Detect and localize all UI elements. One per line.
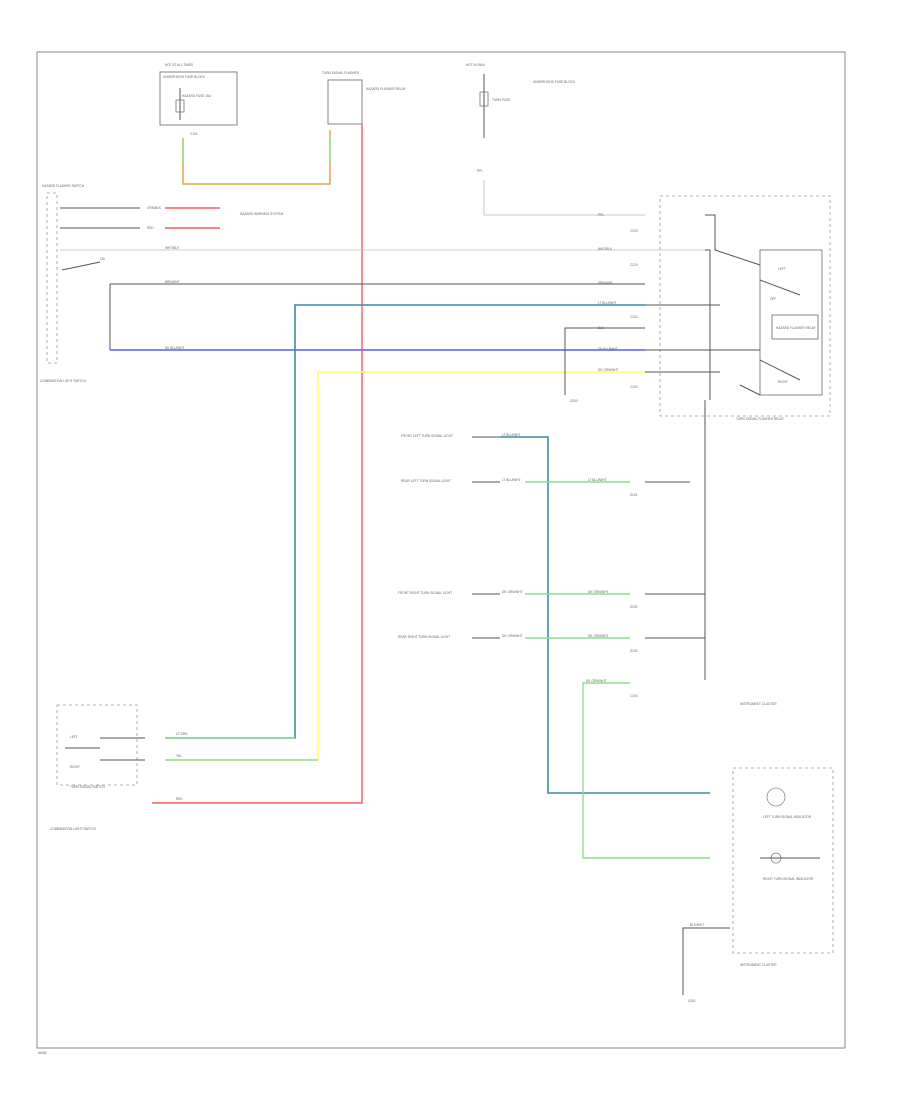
left-indicator-lamp-icon bbox=[766, 787, 786, 807]
turn-fuse-icon bbox=[479, 91, 489, 107]
wire-label-dk-grn-wht-4: DK GRN/WHT bbox=[502, 634, 523, 638]
connector-c200-3: C200 bbox=[630, 694, 638, 698]
wire-label-wht-blk: WHT/BLK bbox=[165, 246, 180, 250]
right-rear-turn-label: REAR RIGHT TURN SIGNAL LIGHT bbox=[398, 635, 450, 639]
connector-s201: S201 bbox=[630, 493, 638, 497]
wire-label-red: RED bbox=[176, 797, 183, 801]
lamp-left-rear: REAR LEFT TURN SIGNAL LIGHT LT BLU/WHT L… bbox=[401, 478, 690, 497]
hazard-switch: HAZARD FLASHER SWITCH ORN/BLK RED HAZARD… bbox=[40, 184, 710, 383]
turn-signal-flasher: TURN SIGNAL FLASHER HAZARD FLASHER RELAY bbox=[322, 71, 407, 125]
ground-left-label: G200 bbox=[570, 399, 578, 403]
wire-green-cluster bbox=[582, 682, 710, 859]
instrument-cluster: LEFT TURN SIGNAL INDICATOR RIGHT TURN SI… bbox=[732, 767, 834, 967]
switch-on-label: ON bbox=[100, 257, 105, 261]
lamp-right-rear: REAR RIGHT TURN SIGNAL LIGHT DK GRN/WHT … bbox=[398, 634, 705, 653]
wire-label-ppl: PPL bbox=[477, 169, 483, 173]
wire-label-yel: YEL bbox=[176, 754, 182, 758]
turn-signal-flasher-relay: HAZARD FLASHER RELAY LEFT RIGHT OFF TURN… bbox=[645, 195, 831, 680]
cluster-connector-label: INSTRUMENT CLUSTER bbox=[740, 702, 777, 706]
turn-signal-switch: LEFT RIGHT TURN SIGNAL SWITCH COMBINATIO… bbox=[50, 704, 318, 831]
left-indicator-label: LEFT TURN SIGNAL INDICATOR bbox=[763, 815, 812, 819]
turn-signal-switch-label: TURN SIGNAL SWITCH bbox=[70, 785, 105, 789]
wire-label-lt-blu-wht: LT BLU/WHT bbox=[598, 301, 617, 305]
fuse-block: HOT AT ALL TIMES UNDERHOOD FUSE BLOCK HA… bbox=[159, 63, 238, 136]
wire-label-orn-blk: ORN/BLK bbox=[147, 206, 162, 210]
wire-label-dk-grn-wht-5: DK GRN/WHT bbox=[588, 634, 609, 638]
right-indicator-label: RIGHT TURN SIGNAL INDICATOR bbox=[763, 877, 814, 881]
wire-label-red-2: RED bbox=[147, 226, 154, 230]
turn-fuse: HOT IN RUN TURN FUSE UNDERHOOD FUSE BLOC… bbox=[466, 63, 576, 173]
wire-label-dk-blu-wht: DK BLU/WHT bbox=[165, 346, 185, 350]
wire-yellow bbox=[165, 371, 645, 761]
left-front-turn-label: FRONT LEFT TURN SIGNAL LIGHT bbox=[401, 434, 453, 438]
diagram-frame bbox=[36, 51, 846, 1049]
switch-right-label: RIGHT bbox=[778, 380, 788, 384]
connector-s202: S202 bbox=[630, 605, 638, 609]
left-rear-turn-label: REAR LEFT TURN SIGNAL LIGHT bbox=[401, 479, 451, 483]
wire-red bbox=[152, 124, 363, 804]
wire-label-dk-grn-wht: DK GRN/WHT bbox=[598, 368, 619, 372]
wire-label-lt-blu-wht-5: LT BLU/WHT bbox=[588, 478, 607, 482]
wire-label-blk-wht: BLK/WHT bbox=[690, 923, 704, 927]
relay-inner-label: HAZARD FLASHER RELAY bbox=[776, 326, 817, 330]
turn-fuse-label: TURN FUSE bbox=[492, 98, 510, 102]
fuse-block-label: UNDERHOOD FUSE BLOCK bbox=[163, 75, 206, 79]
connector-s202-2: S202 bbox=[630, 649, 638, 653]
wire-orange bbox=[182, 130, 331, 185]
connector-c200: C200 bbox=[630, 229, 638, 233]
diagram-code: 84082 bbox=[38, 1051, 47, 1055]
wire-label-brn-wht-2: BRN/WHT bbox=[598, 281, 613, 285]
connector-c101: C101 bbox=[190, 132, 198, 136]
connector-c200-2: C200 bbox=[630, 385, 638, 389]
flasher-side-label: HAZARD FLASHER RELAY bbox=[366, 87, 407, 91]
lamp-left-front: FRONT LEFT TURN SIGNAL LIGHT LT BLU/WHT bbox=[401, 433, 710, 794]
multifunction-switch-2-label: COMBINATION LIGHT SWITCH bbox=[50, 827, 97, 831]
flasher-relay-label: TURN SIGNAL FLASHER RELAY bbox=[736, 417, 785, 421]
wire-label-dk-blu-wht-2: DK BLU/WHT bbox=[598, 347, 618, 351]
hazard-switch-label: HAZARD FLASHER SWITCH bbox=[42, 184, 85, 188]
lamp-right-front: FRONT RIGHT TURN SIGNAL LIGHT DK GRN/WHT… bbox=[398, 590, 705, 609]
hazard-warning-system-label: HAZARD WARNING SYSTEM bbox=[240, 212, 284, 216]
cluster-label: INSTRUMENT CLUSTER bbox=[740, 963, 777, 967]
fuse-block-2-label: UNDERHOOD FUSE BLOCK bbox=[533, 80, 576, 84]
turn-switch-right-label: RIGHT bbox=[70, 765, 80, 769]
connector-c210: C210 bbox=[630, 263, 638, 267]
wire-label-dk-grn-wht-2: DK GRN/WHT bbox=[502, 590, 523, 594]
wire-label-dk-grn-wht-3: DK GRN/WHT bbox=[588, 590, 609, 594]
wire-label-dk-grn-wht-6: DK GRN/WHT bbox=[586, 679, 607, 683]
switch-off-label: OFF bbox=[770, 297, 776, 301]
fuse-icon bbox=[175, 99, 185, 113]
switch-left-label: LEFT bbox=[778, 267, 786, 271]
wire-label-lt-blu-wht-3: LT BLU/WHT bbox=[502, 433, 521, 437]
flasher-top-label: TURN SIGNAL FLASHER bbox=[322, 71, 360, 75]
hot-in-run-label: HOT IN RUN bbox=[466, 63, 485, 67]
turn-switch-left-label: LEFT bbox=[70, 735, 78, 739]
wire-label-wht-blk-2: WHT/BLK bbox=[598, 247, 613, 251]
wire-label-lt-grn: LT GRN bbox=[176, 732, 188, 736]
connector-c220: C220 bbox=[630, 315, 638, 319]
wire-label-lt-blu-wht-4: LT BLU/WHT bbox=[502, 478, 521, 482]
hazard-fuse-label: HAZARD FUSE 15A bbox=[182, 94, 212, 98]
ground-right-label: G201 bbox=[688, 999, 696, 1003]
hot-at-all-times-label: HOT AT ALL TIMES bbox=[165, 63, 193, 67]
wire-label-ppl-2: PPL bbox=[598, 213, 604, 217]
right-front-turn-label: FRONT RIGHT TURN SIGNAL LIGHT bbox=[398, 591, 452, 595]
wire-label-brn-wht: BRN/WHT bbox=[165, 280, 180, 284]
multifunction-switch-label: COMBINATION LIGHT SWITCH bbox=[40, 379, 87, 383]
wire-teal bbox=[165, 304, 645, 739]
wire-teal-lamp bbox=[500, 436, 710, 794]
